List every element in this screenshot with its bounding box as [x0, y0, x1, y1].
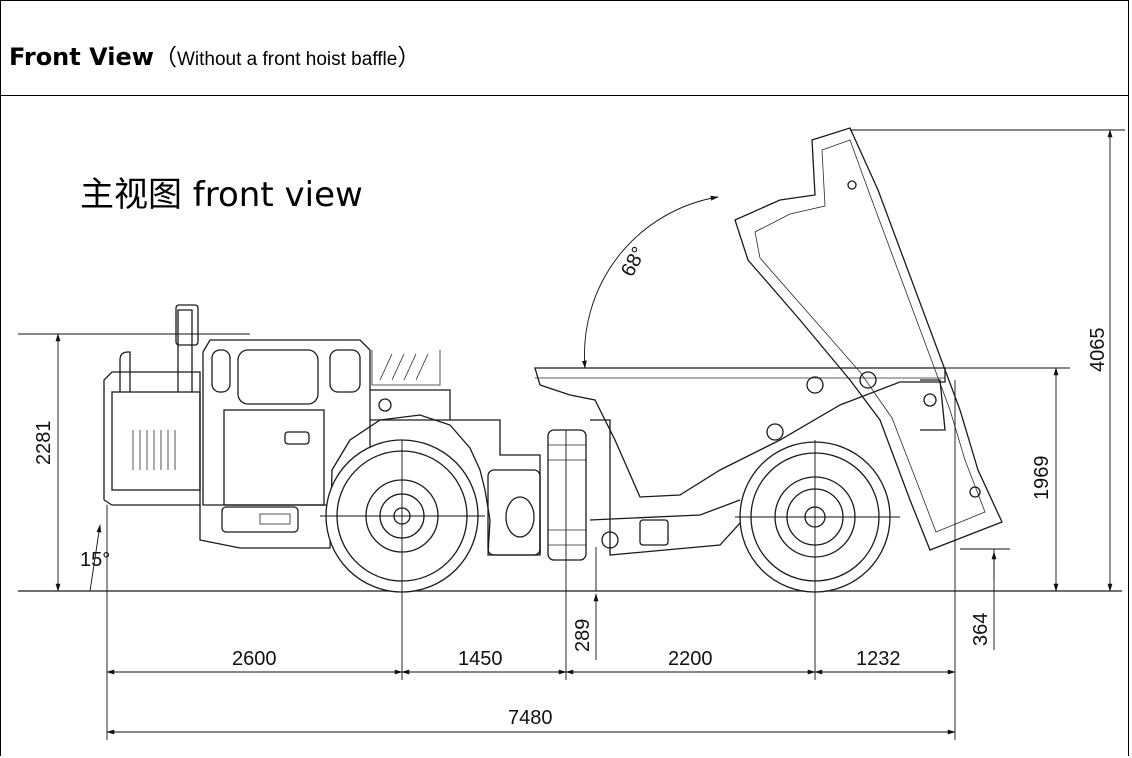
dim-total-length: 7480 [508, 707, 553, 729]
dim-wheelbase-rear: 2200 [668, 648, 713, 670]
dim-rear-clearance: 364 [970, 613, 992, 646]
intake-stack [177, 309, 193, 392]
page-title: Front View（Without a front hoist baffle） [9, 38, 420, 72]
title-text: Front View [9, 43, 154, 71]
dim-dump-height: 4065 [1087, 328, 1109, 373]
dim-box-height: 1969 [1031, 456, 1053, 501]
dim-ground-clearance: 289 [572, 619, 594, 652]
articulation-joint [547, 429, 587, 561]
paren-close: ） [397, 44, 421, 70]
dim-front-overhang: 2600 [232, 648, 277, 670]
dump-box [534, 367, 946, 498]
cab-door [223, 409, 325, 506]
engine-hood [111, 391, 201, 491]
vehicle-front-unit [103, 304, 587, 593]
dimension-lines [18, 129, 1125, 740]
cab-window [237, 349, 319, 405]
exhaust-pipe [119, 351, 131, 392]
header-bar: Front View（Without a front hoist baffle） [0, 0, 1129, 96]
raised-dump-body [734, 127, 1003, 551]
dim-rear-overhang: 1232 [856, 648, 901, 670]
dim-wheelbase-front: 1450 [458, 648, 503, 670]
paren-open: （ [153, 44, 177, 70]
angle-front-label: 15° [80, 549, 110, 571]
view-label: 主视图 front view [80, 175, 363, 215]
angle-dump-label: 68° [617, 243, 651, 280]
vehicle-rear-unit [534, 127, 1003, 593]
dim-cab-height: 2281 [33, 421, 55, 466]
subtitle-text: Without a front hoist baffle [176, 49, 398, 70]
